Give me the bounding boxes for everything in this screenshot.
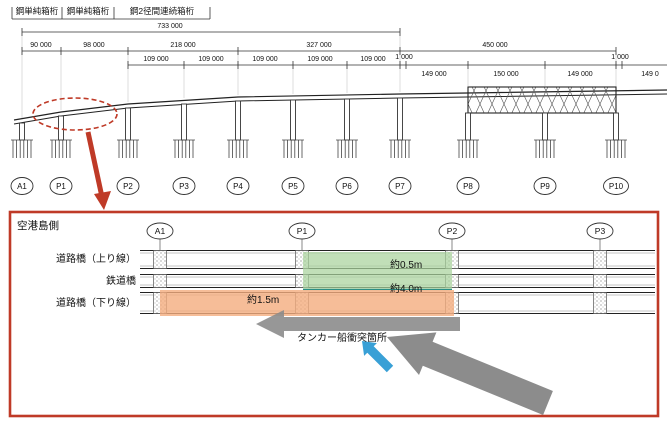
- detail-plan-view: 空港島側 A1 P1 P2 P3: [8, 210, 660, 418]
- collision-location-arrow: [256, 310, 460, 338]
- detail-pier-p1: P1: [297, 226, 308, 236]
- dim-sub-5: 109 000: [360, 56, 385, 63]
- elevation-drawing: 鋼単純箱桁 鋼単純箱桁 鋼2径間連続箱桁 733 000: [10, 6, 667, 210]
- dim-span-2: 98 000: [83, 42, 105, 49]
- gap-label-bottom: 約4.0m: [390, 282, 422, 295]
- dim-span-1: 90 000: [30, 42, 52, 49]
- dim-sub-9: 149 000: [567, 71, 592, 78]
- dim-sub-7: 149 000: [421, 71, 446, 78]
- dimension-spans: [21, 47, 617, 55]
- dim-sub-4: 109 000: [307, 56, 332, 63]
- detail-pier-leaders: [159, 239, 601, 250]
- dim-sub-8: 150 000: [493, 71, 518, 78]
- dim-span-3: 218 000: [170, 42, 195, 49]
- pier-label-p7: P7: [395, 182, 405, 191]
- dim-sub-3: 109 000: [252, 56, 277, 63]
- pier-labels: [10, 177, 629, 195]
- dim-span-5: 450 000: [482, 42, 507, 49]
- area-side-label: 空港島側: [17, 219, 59, 232]
- pier-label-p1: P1: [56, 182, 66, 191]
- dim-sub-11: 149 0: [641, 71, 659, 78]
- ship-track-arrow: [387, 332, 553, 415]
- girder-label-1: 鋼単純箱桁: [16, 6, 59, 16]
- pier-label-p10: P10: [609, 182, 624, 191]
- dim-sub-10: 1 000: [611, 54, 629, 61]
- collision-caption: タンカー船衝突箇所: [297, 331, 387, 344]
- row-label-rail: 鉄道橋: [106, 274, 136, 287]
- pier-label-p8: P8: [463, 182, 473, 191]
- dimension-subspans: [127, 61, 667, 69]
- detail-pier-p3: P3: [595, 226, 606, 236]
- girder-label-2: 鋼単純箱桁: [67, 6, 110, 16]
- dim-sub-6: 1 000: [395, 54, 413, 61]
- girder-label-3: 鋼2径間連続箱桁: [130, 6, 195, 16]
- road-displacement-highlight: [160, 290, 454, 316]
- pier-label-p9: P9: [540, 182, 550, 191]
- pier-label-p2: P2: [123, 182, 133, 191]
- pier-label-p4: P4: [233, 182, 243, 191]
- pier-label-p5: P5: [288, 182, 298, 191]
- row-label-road-up: 道路橋（上り線）: [56, 252, 136, 265]
- rail-displacement-highlight: [303, 252, 452, 290]
- pile-foundations: [10, 139, 628, 159]
- row-label-road-down: 道路橋（下り線）: [56, 296, 136, 309]
- impact-direction-arrow: [362, 341, 394, 373]
- pier-label-p3: P3: [179, 182, 189, 191]
- dim-sub-2: 109 000: [198, 56, 223, 63]
- detail-pier-labels: [146, 222, 614, 240]
- detail-pointer-arrow: [85, 131, 111, 210]
- gap-label-top: 約0.5m: [390, 258, 422, 271]
- dimension-total: [21, 28, 401, 36]
- pier-label-p6: P6: [342, 182, 352, 191]
- pier-label-a1: A1: [17, 182, 27, 191]
- dim-sub-1: 109 000: [143, 56, 168, 63]
- truss-span: [467, 86, 617, 114]
- damage-area-ellipse: [32, 97, 118, 131]
- detail-pier-a1: A1: [155, 226, 166, 236]
- dim-span-4: 327 000: [306, 42, 331, 49]
- gap-label-left: 約1.5m: [247, 293, 279, 306]
- detail-pier-p2: P2: [447, 226, 458, 236]
- girder-type-labels: [11, 7, 211, 20]
- dim-total-label: 733 000: [157, 23, 182, 30]
